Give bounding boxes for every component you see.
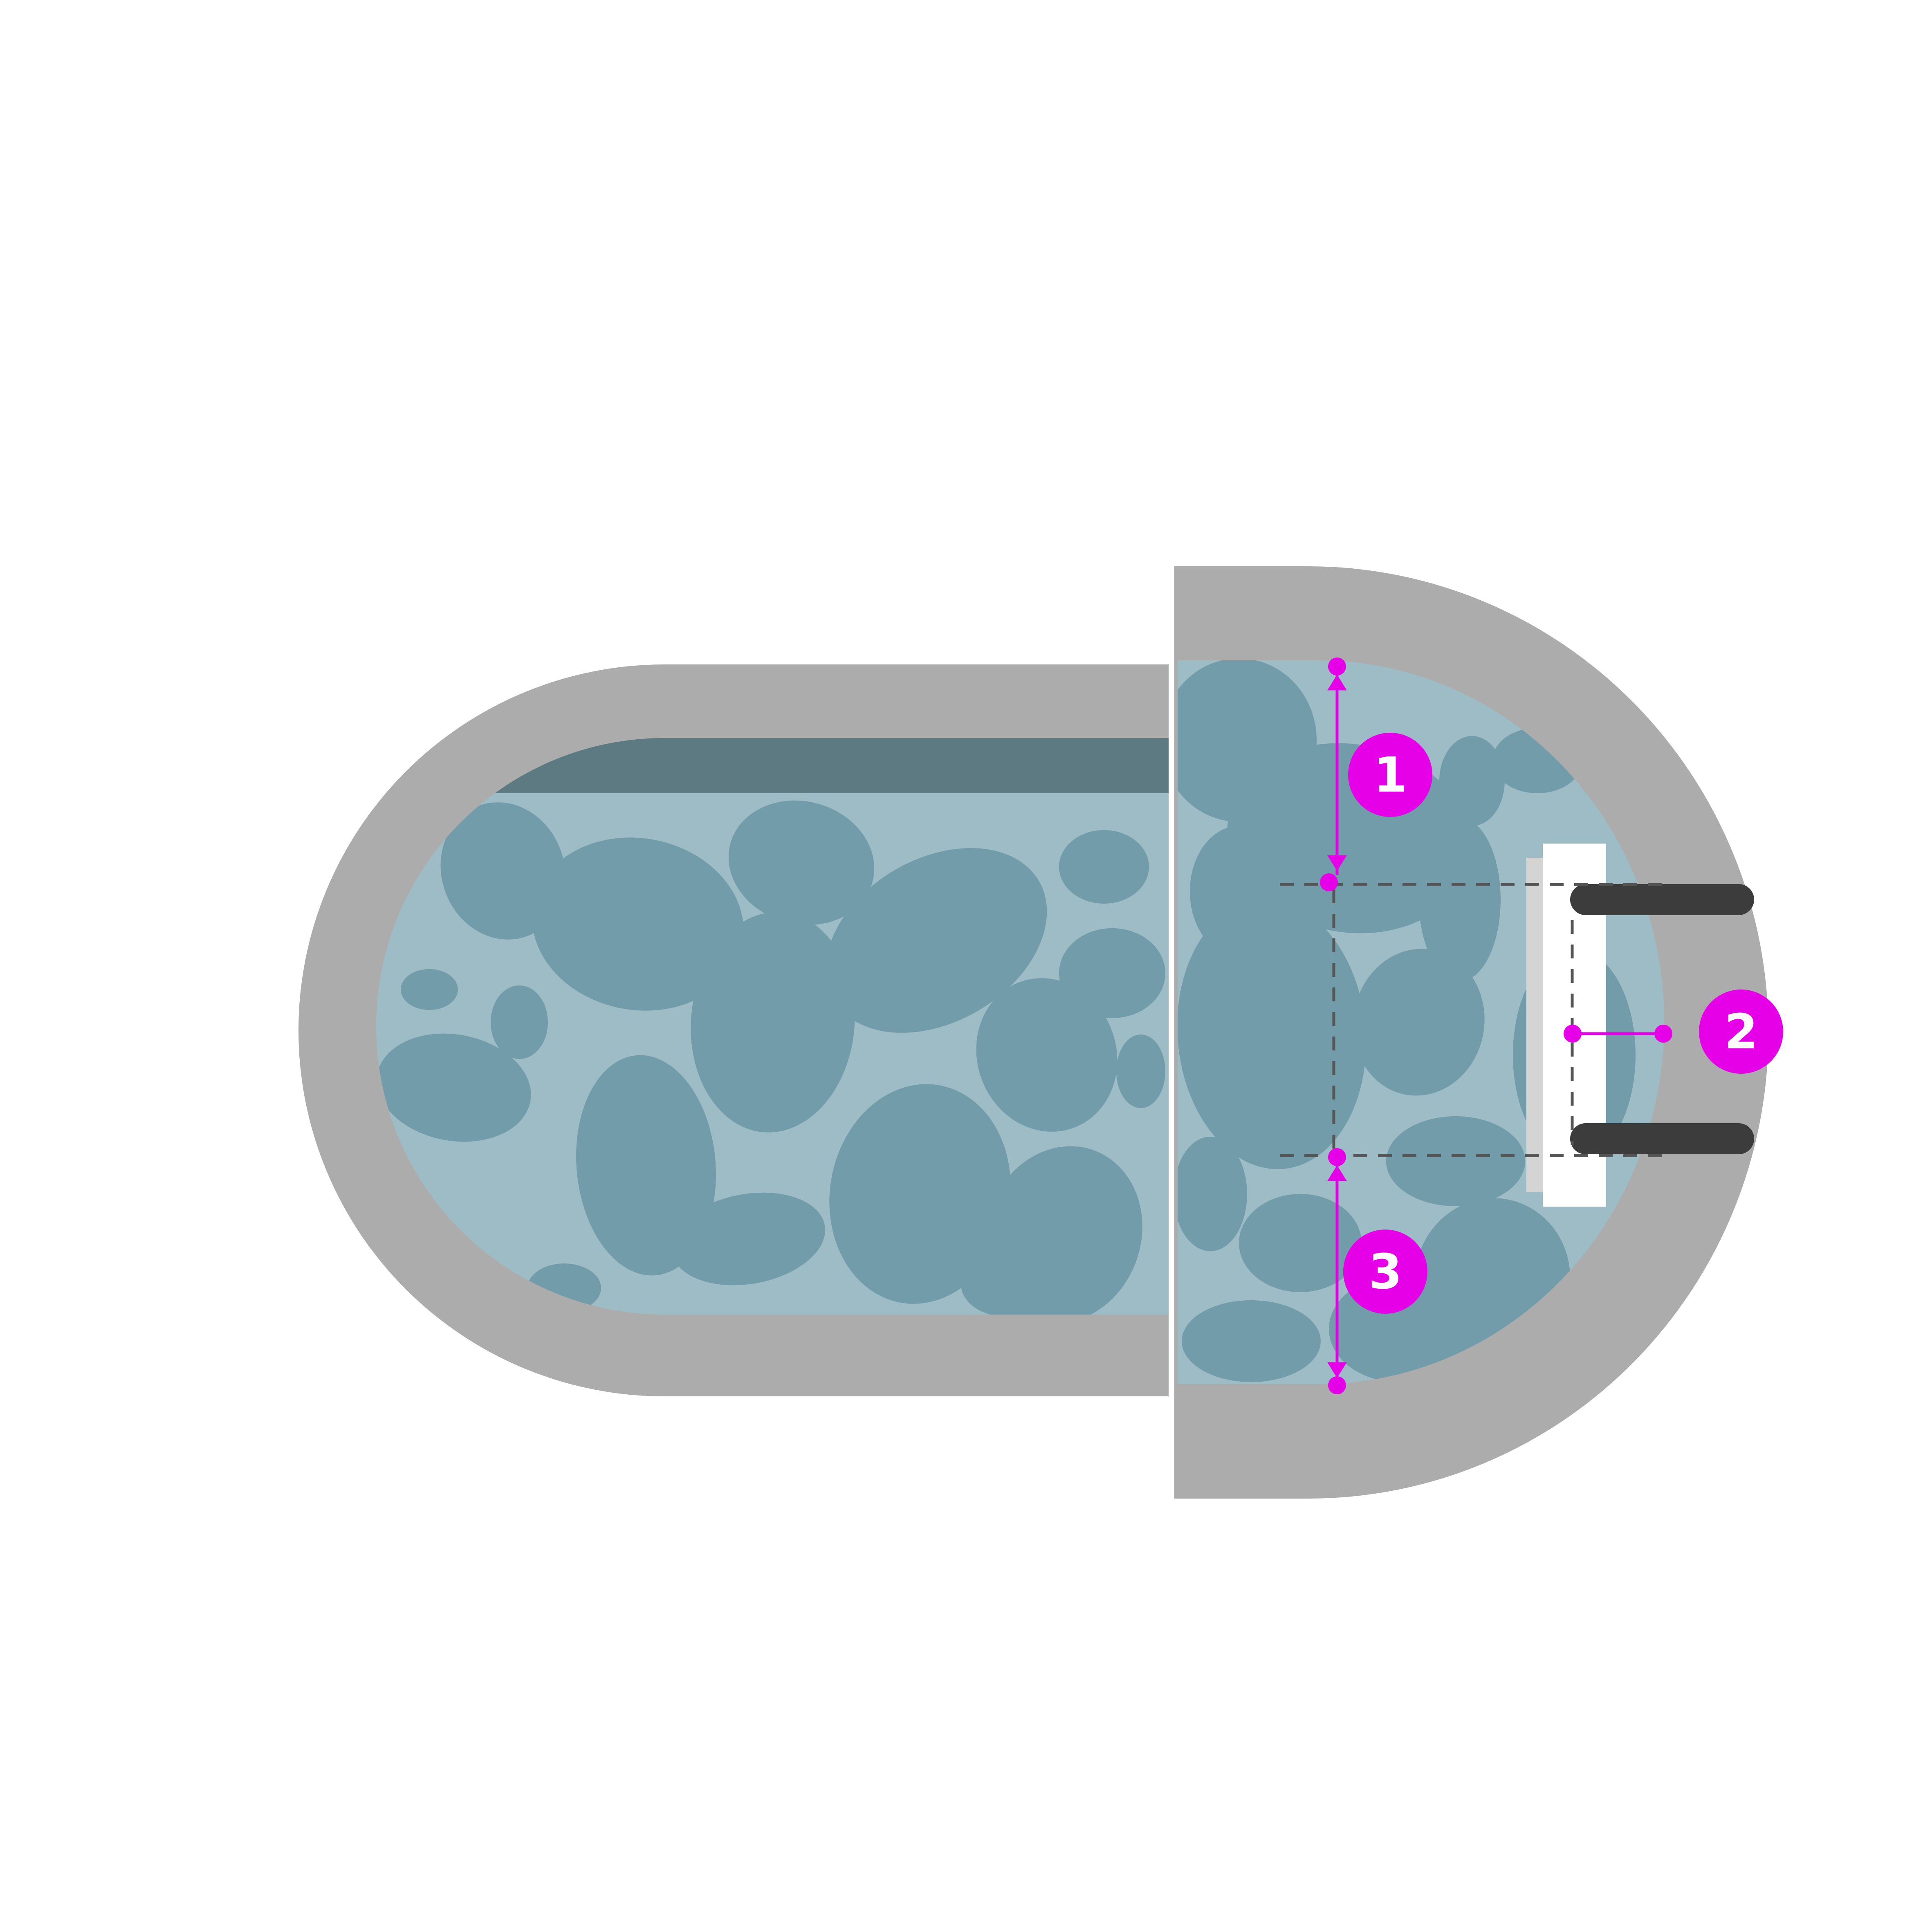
left-stone-pattern [377,800,1165,1315]
dimension-1 [1320,657,1347,891]
dimension-3-arrow-up [1327,1165,1347,1181]
stone [1116,1034,1165,1108]
dimension-1-start [1328,657,1346,675]
stone [1239,1194,1362,1292]
marker-2-circle [1699,990,1783,1074]
stone [1178,1137,1247,1251]
dimension-1-arrow-down [1327,855,1347,871]
step-shadow [1526,858,1543,1192]
stone [1178,900,1366,1169]
marker-3-label: 3 [1369,1243,1402,1300]
dimension-2-start [1564,1025,1582,1043]
stone [829,1084,1011,1304]
stone [1386,1116,1525,1206]
dimension-1-end [1320,873,1338,891]
marker-3-circle [1343,1230,1427,1314]
stone [377,1033,531,1142]
stone [576,1055,716,1276]
stone [491,985,548,1059]
stone [401,969,458,1010]
marker-3: 3 [1343,1230,1427,1314]
stone [1059,830,1149,904]
marker-1-circle [1348,733,1432,817]
dimension-3-start [1328,1148,1346,1166]
guide-lines [1280,883,1668,1157]
stone [961,1251,1051,1315]
dimension-1-arrow-up [1327,675,1347,691]
dimension-2-end [1654,1025,1672,1043]
stone [976,978,1117,1132]
dimension-2 [1564,1025,1672,1043]
marker-1: 1 [1348,733,1432,817]
ladder-rail-bottom [1570,1123,1754,1154]
stone [1353,949,1485,1096]
dimension-3-arrow-down [1327,1362,1347,1378]
stone [691,912,855,1133]
marker-1-label: 1 [1373,747,1407,803]
marker-2-label: 2 [1724,1003,1758,1060]
stone [1439,736,1505,826]
section-divider [1169,564,1174,1501]
stone [532,837,744,1011]
marker-2: 2 [1699,990,1783,1074]
dimension-3 [1327,1148,1347,1394]
stone [826,848,1047,1033]
stone [1182,1300,1321,1382]
stone [671,1192,826,1286]
stone [728,800,875,925]
stone [1419,818,1501,981]
dimension-3-end [1328,1376,1346,1394]
ladder-rail-top [1570,884,1754,915]
